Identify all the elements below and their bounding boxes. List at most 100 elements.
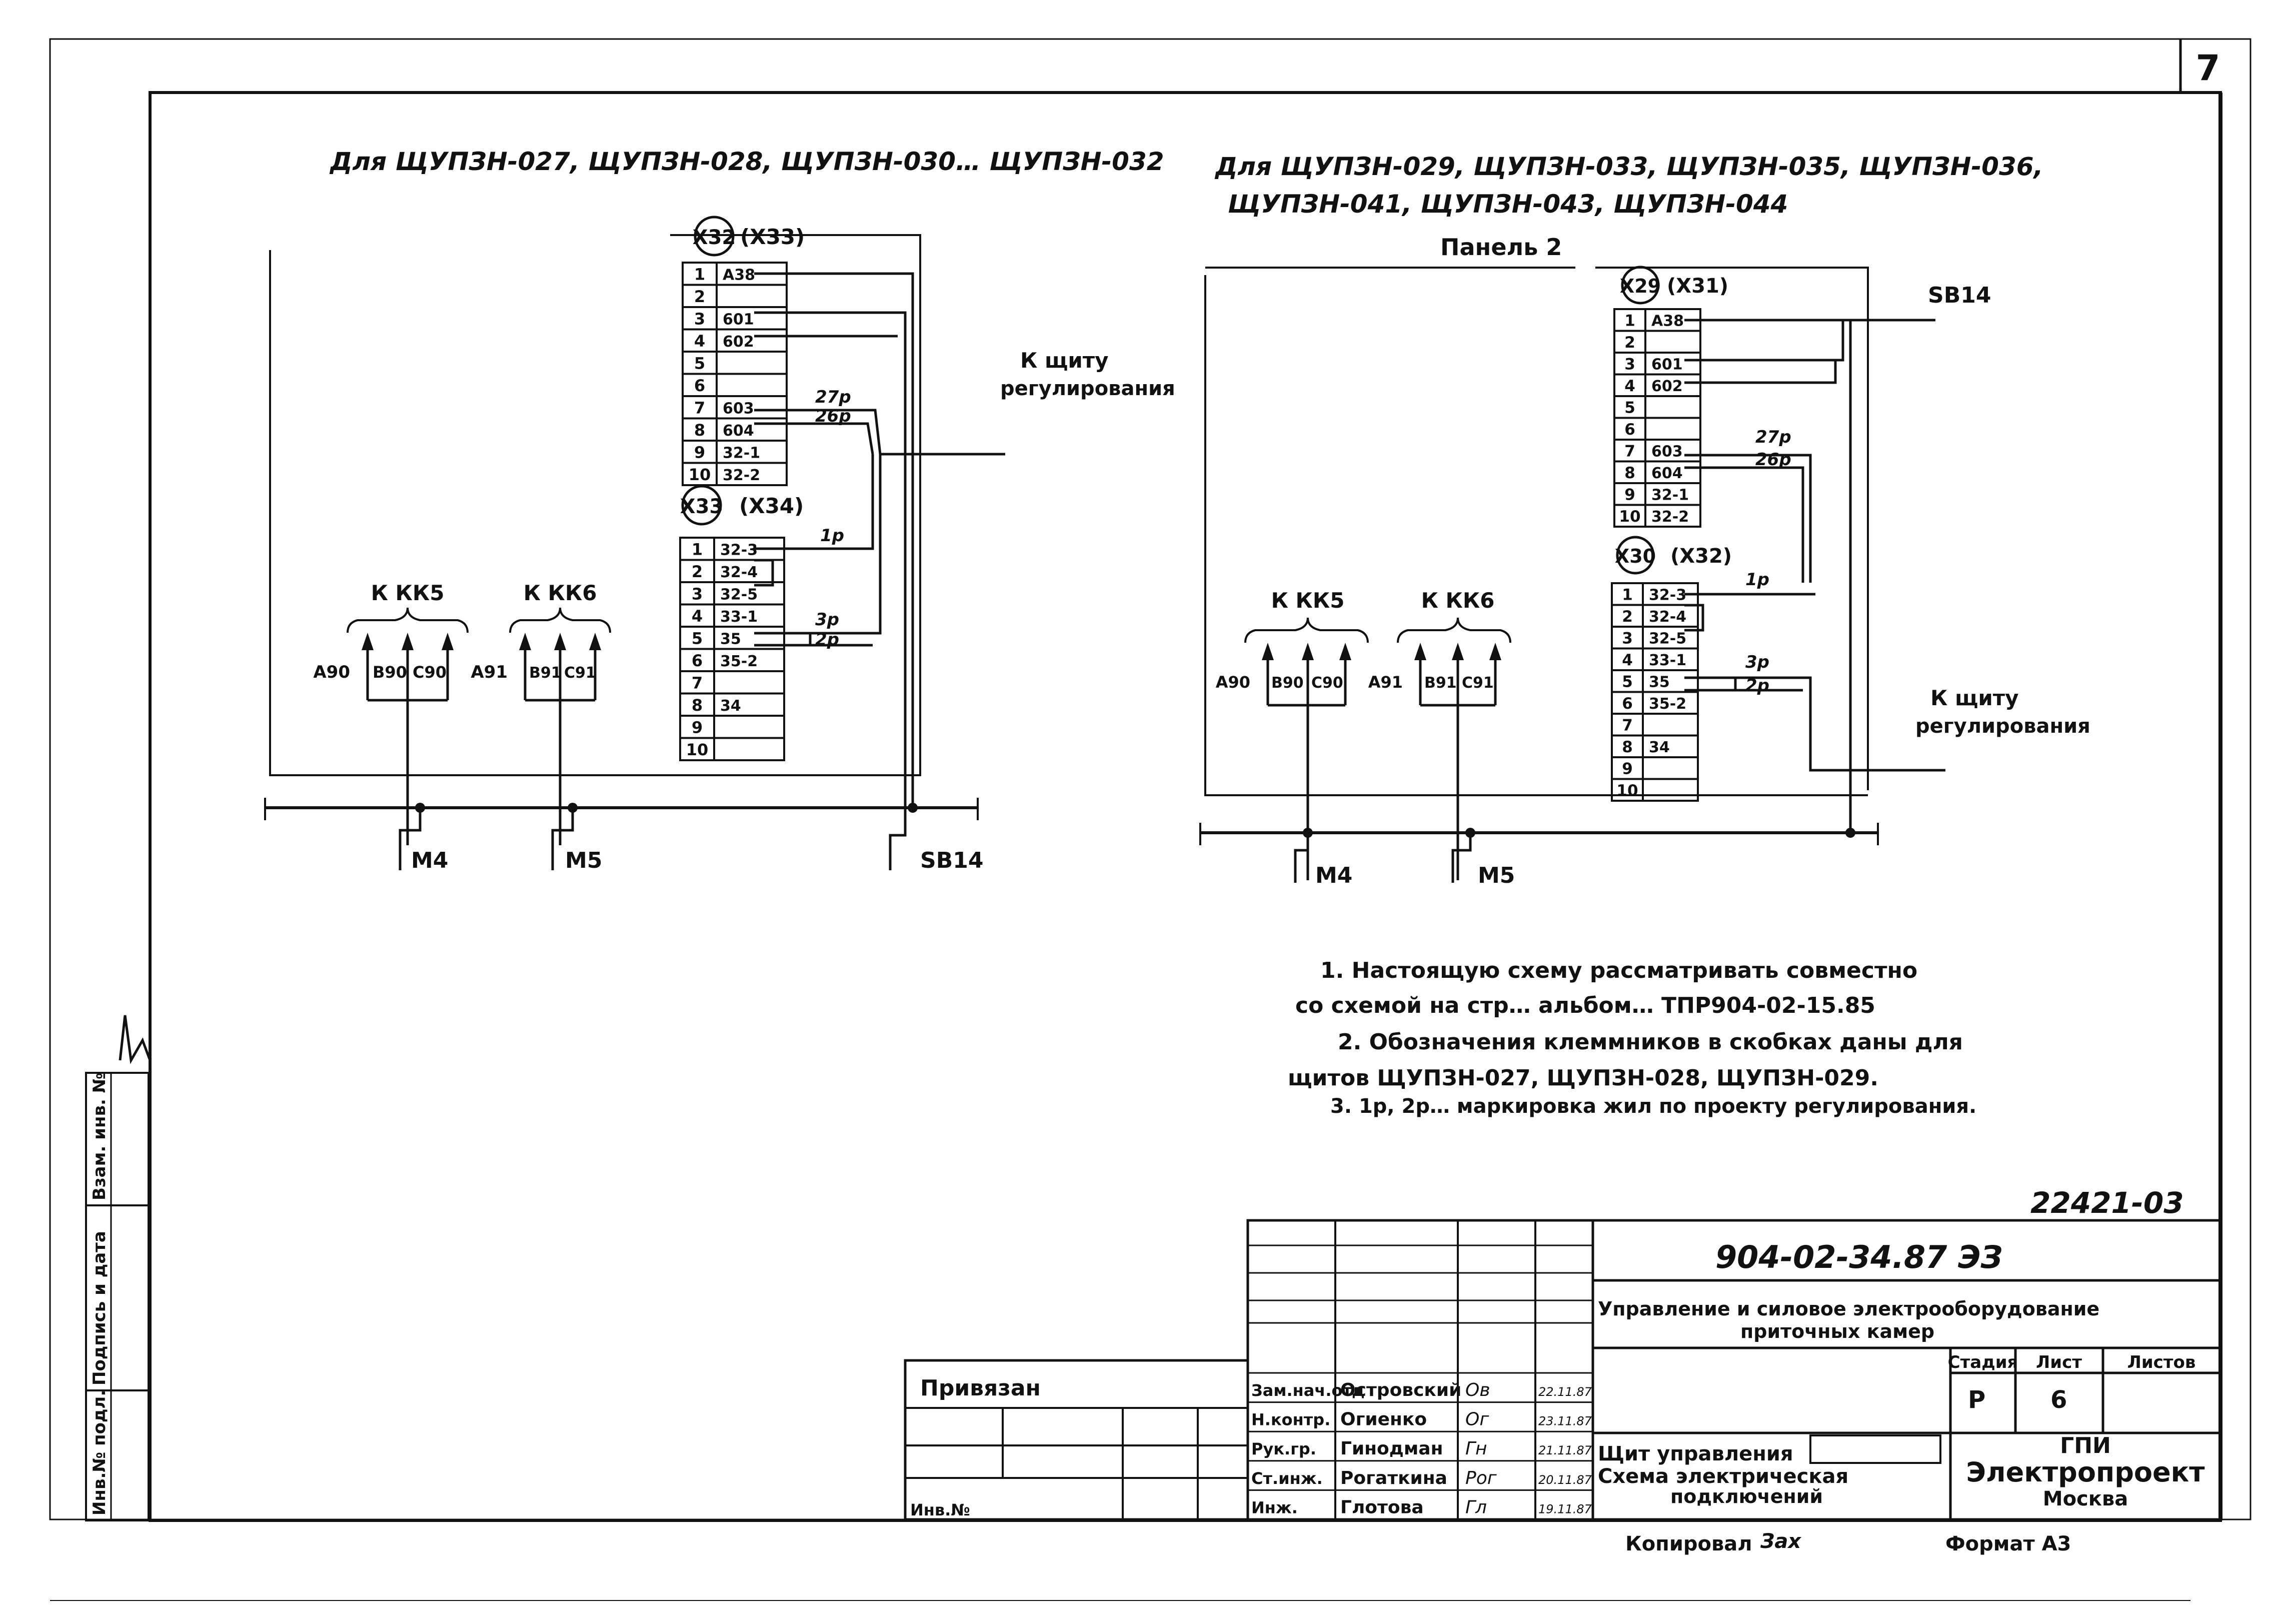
right-block1-terminal-number: 8 (1624, 464, 1635, 482)
notes: 1. Настоящую схему рассматривать совмест… (1288, 958, 1976, 1118)
right-kk6-phase-a: А91 (1368, 673, 1403, 692)
right-wire-label-27p: 27р (1755, 427, 1791, 447)
left-kk5-arrows (362, 633, 454, 650)
right-enclosure-boundary (1204, 267, 1869, 796)
right-block1-wire-mark: 32-2 (1651, 508, 1689, 526)
stage-value: Р (1968, 1386, 1985, 1414)
left-block2-id: X33 (680, 495, 724, 518)
staff-role: Зам.нач.отд (1251, 1381, 1365, 1400)
left-kk6-phase-c: С91 (564, 664, 596, 682)
staff-name: Рогаткина (1340, 1468, 1447, 1488)
staff-name: Островский (1340, 1380, 1461, 1400)
left-block1-terminal-number: 6 (694, 376, 705, 395)
staff-date: 23.11.87 (1538, 1414, 1592, 1428)
right-kk5-phase-c: С90 (1311, 674, 1343, 692)
left-block2-terminal-number: 8 (692, 696, 703, 715)
right-block2-terminal-number: 9 (1622, 760, 1633, 778)
inv-label: Инв.№ (910, 1500, 970, 1519)
left-block1-id: X32 (693, 226, 736, 249)
staff-date: 19.11.87 (1538, 1502, 1592, 1516)
stamp-signature-mark (119, 1015, 152, 1064)
title-block: 904-02-34.87 ЭЗ Управление и силовое эле… (904, 1219, 2222, 1521)
left-block1-wire-mark: 602 (723, 333, 754, 351)
left-bus-label-m5: М5 (565, 848, 602, 873)
left-block2-wire-mark: 32-3 (720, 542, 758, 559)
right-block2-terminal-number: 3 (1622, 630, 1633, 648)
right-block2-wire-mark: 32-4 (1649, 608, 1686, 626)
right-block2-terminal-number: 2 (1622, 608, 1633, 626)
left-block1-terminal-number: 3 (694, 310, 705, 329)
left-wiring (754, 272, 1005, 815)
right-kk6-phase-b: В91 (1424, 674, 1457, 692)
note-line-4: щитов ЩУПЗН-027, ЩУПЗН-028, ЩУПЗН-029. (1288, 1065, 1878, 1091)
staff-signature: Ов (1465, 1380, 1490, 1400)
right-block1-terminal-number: 6 (1624, 421, 1635, 439)
left-block1-header: X32 (X33) (693, 216, 805, 257)
right-block2-terminal-number: 1 (1622, 586, 1633, 604)
left-kk6-label: К КК6 (524, 581, 597, 605)
right-block1-terminal-number: 2 (1624, 334, 1635, 352)
left-wire-label-27p: 27р (815, 387, 851, 407)
right-diagram-title-line2: ЩУПЗН-041, ЩУПЗН-043, ЩУПЗН-044 (1228, 190, 1788, 219)
right-block1-wire-mark: 602 (1651, 378, 1683, 395)
right-kk6-arrows (1414, 643, 1501, 660)
left-block2-wire-mark: 33-1 (720, 608, 758, 626)
right-wiring (1684, 319, 1945, 833)
document-code: 904-02-34.87 ЭЗ (1715, 1239, 2002, 1275)
sheet-name-line2: Схема электрическая (1598, 1465, 1848, 1488)
right-block1-wire-mark: 604 (1651, 465, 1683, 482)
staff-name: Гинодман (1340, 1438, 1443, 1459)
left-diagram: Для ЩУПЗН-027, ЩУПЗН-028, ЩУПЗН-030… ЩУП… (264, 147, 1175, 873)
left-enclosure-boundary (269, 234, 921, 776)
right-bus-label-m5: М5 (1478, 863, 1515, 888)
left-block2-wire-mark: 35 (720, 631, 741, 648)
right-block1-wire-mark: 32-1 (1651, 487, 1689, 504)
note-line-3: 2. Обозначения клеммников в скобках даны… (1338, 1029, 1963, 1055)
title-block-grid (1248, 1244, 1593, 1324)
right-block2-wire-mark: 32-5 (1649, 630, 1686, 648)
left-kk5-phase-b: В90 (373, 663, 407, 682)
sheet-name-line1: Щит управления (1598, 1442, 1793, 1465)
left-bus-junctions (415, 803, 918, 813)
left-block1-terminal-number: 5 (694, 354, 705, 373)
left-bus-label-m4: М4 (411, 848, 448, 873)
staff-date: 21.11.87 (1538, 1443, 1592, 1457)
sheet-name-box (1809, 1434, 1941, 1464)
left-kk6-phase-b: В91 (529, 664, 562, 682)
page-number: 7 (2196, 48, 2220, 89)
right-block1-terminal-number: 10 (1619, 508, 1640, 526)
right-block1-wire-mark: 603 (1651, 443, 1683, 461)
left-block2-wire-mark: 35-2 (720, 653, 758, 670)
right-kk5-label: К КК5 (1271, 588, 1345, 613)
right-block2-terminal-number: 6 (1622, 695, 1633, 713)
right-sb14-label: SВ14 (1928, 283, 1991, 308)
left-kk6-phase-a: А91 (471, 662, 508, 682)
right-wire-label-1p: 1р (1745, 570, 1769, 590)
left-block1-terminal-number: 2 (694, 287, 705, 306)
right-block2-terminal-number: 10 (1616, 782, 1638, 800)
left-block2-row-10: 10 (679, 737, 785, 761)
staff-role: Рук.гр. (1251, 1439, 1316, 1458)
right-block2-row-2: 2 32-4 (1611, 604, 1699, 628)
right-block1-row-8: 8 604 (1613, 460, 1701, 484)
left-block2-terminal-number: 10 (686, 740, 709, 759)
stamp-inv-podl: Инв.№ подл. (90, 1390, 110, 1515)
right-block2-cell-mark (1642, 778, 1699, 802)
archive-number: 22421-03 (2030, 1186, 2184, 1220)
right-diagram-title-line1: Для ЩУПЗН-029, ЩУПЗН-033, ЩУПЗН-035, ЩУП… (1214, 152, 2043, 181)
left-block1-terminal-number: 8 (694, 421, 705, 440)
staff-role: Инж. (1251, 1498, 1298, 1517)
right-block1-wire-mark: А38 (1651, 313, 1684, 330)
left-block1-terminal-number: 9 (694, 443, 705, 462)
stamp-replace-inv: Взам. инв. № (90, 1072, 110, 1200)
